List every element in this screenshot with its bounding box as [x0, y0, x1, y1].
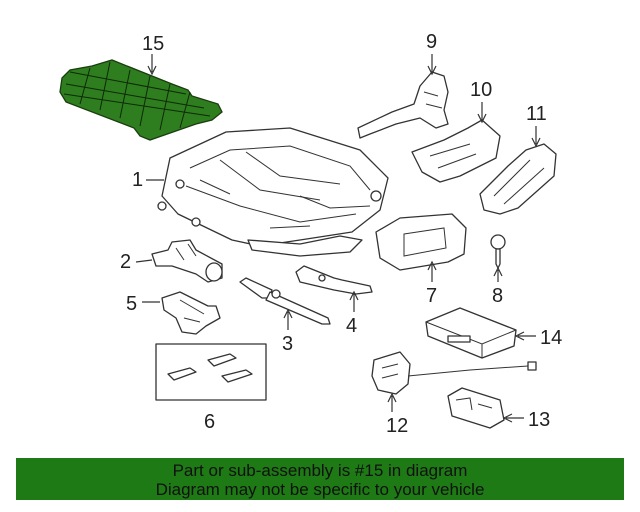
leader-2 — [135, 259, 153, 263]
part-1-seat-frame[interactable] — [157, 127, 389, 257]
banner-line-1: Part or sub-assembly is #15 in diagram — [172, 461, 468, 480]
callout-4: 4 — [346, 315, 357, 337]
leader-11 — [531, 126, 541, 148]
part-4-link[interactable] — [295, 265, 373, 295]
callout-7: 7 — [426, 285, 437, 307]
leader-13 — [502, 413, 524, 423]
part-12-switch[interactable] — [371, 351, 537, 395]
part-11-cover[interactable] — [479, 143, 557, 215]
callout-1: 1 — [132, 169, 143, 191]
leader-9 — [427, 54, 437, 76]
leader-8 — [493, 266, 503, 282]
part-9-bracket[interactable] — [357, 71, 449, 139]
callout-3: 3 — [282, 333, 293, 355]
callout-5: 5 — [126, 293, 137, 315]
part-5-motor[interactable] — [161, 291, 221, 335]
banner-line-2: Diagram may not be specific to your vehi… — [155, 480, 485, 499]
part-8-clip[interactable] — [490, 234, 506, 269]
callout-9: 9 — [426, 31, 437, 53]
leader-10 — [477, 102, 487, 124]
part-7-side-panel[interactable] — [375, 213, 467, 271]
callout-2: 2 — [120, 251, 131, 273]
callout-15: 15 — [142, 33, 164, 55]
leader-4 — [349, 290, 359, 312]
part-15-cushion-pad[interactable] — [59, 59, 223, 141]
leader-3 — [283, 308, 293, 330]
part-3-adjuster[interactable] — [239, 277, 331, 325]
callout-13: 13 — [528, 409, 550, 431]
part-6-brackets[interactable] — [155, 343, 267, 401]
callout-6: 6 — [204, 411, 215, 433]
callout-8: 8 — [492, 285, 503, 307]
callout-10: 10 — [470, 79, 492, 101]
part-14-module[interactable] — [425, 307, 517, 359]
callout-12: 12 — [386, 415, 408, 437]
leader-12 — [387, 392, 397, 412]
parts-diagram: 15 1 2 5 3 4 — [59, 31, 562, 437]
part-13-module[interactable] — [447, 387, 505, 429]
callout-11: 11 — [526, 103, 547, 125]
leader-7 — [427, 260, 437, 282]
callout-14: 14 — [540, 327, 562, 349]
info-banner: Part or sub-assembly is #15 in diagram D… — [16, 458, 624, 500]
part-2-motor[interactable] — [151, 239, 223, 283]
leader-15 — [147, 54, 157, 76]
part-10-bracket[interactable] — [411, 119, 501, 183]
leader-14 — [514, 331, 536, 341]
